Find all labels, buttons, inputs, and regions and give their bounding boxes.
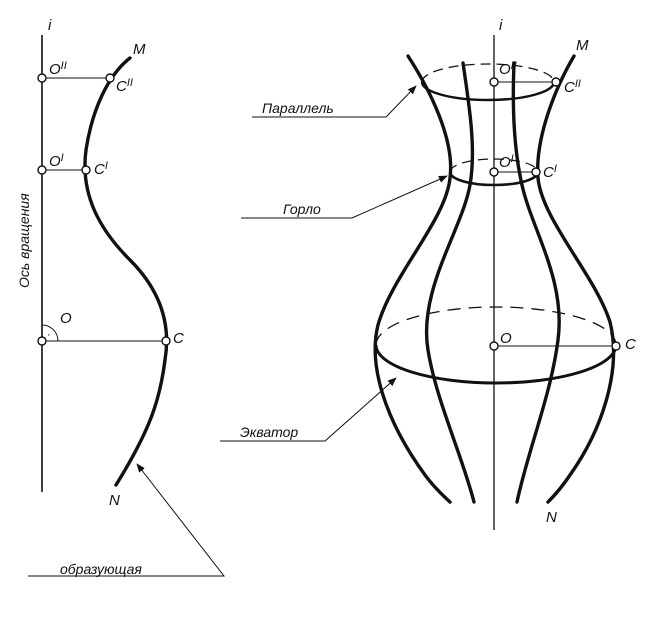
- left-right-angle-dot: ·: [47, 329, 51, 341]
- right-axis-label: i: [499, 17, 503, 34]
- left-label-c2: CII: [116, 77, 133, 95]
- left-point-c2: [105, 73, 115, 83]
- throat-label: Горло: [283, 201, 321, 217]
- left-figure: i Ось вращения M N · O C OI CI OII CII о…: [16, 17, 226, 577]
- left-right-angle-arc: [41, 324, 59, 342]
- left-label-c: C: [173, 330, 184, 347]
- left-point-o: [37, 336, 47, 346]
- left-axis-label: i: [48, 17, 52, 34]
- meridian-inner-left: [424, 61, 476, 504]
- left-label-o2: OII: [49, 60, 67, 78]
- left-generatrix-curve: [83, 56, 169, 487]
- parallel-leader: [252, 85, 417, 118]
- left-point-o1: [37, 165, 47, 175]
- meridian-inner-right: [511, 61, 561, 504]
- top-parallel-back: [421, 63, 555, 83]
- right-label-o: O: [500, 330, 512, 347]
- right-label-c2: CII: [564, 78, 581, 96]
- left-axis-caption: Ось вращения: [16, 193, 32, 288]
- right-curve-label-n: N: [546, 509, 557, 526]
- right-point-o2: [489, 77, 499, 87]
- throat-leader: [241, 175, 448, 219]
- throat-back: [449, 158, 539, 173]
- left-label-o: O: [60, 310, 72, 327]
- left-label-o1: OI: [49, 152, 64, 170]
- left-point-c1: [81, 165, 91, 175]
- left-curve-label-m: M: [133, 41, 146, 58]
- generatrix-leader: [28, 463, 226, 577]
- right-point-c2: [551, 77, 561, 87]
- equator-leader: [220, 377, 397, 442]
- right-figure: i M N O C OI CI OII CII: [220, 17, 636, 530]
- right-label-c1: CI: [543, 163, 557, 181]
- left-point-c: [161, 336, 171, 346]
- meridian-outer-right: [535, 54, 616, 504]
- left-label-c1: CI: [94, 160, 108, 178]
- generatrix-label: образующая: [60, 561, 142, 577]
- equator-front: [374, 344, 618, 385]
- equator-back: [375, 306, 617, 346]
- right-curve-label-m: M: [576, 37, 589, 54]
- right-point-c: [611, 341, 621, 351]
- right-point-o1: [489, 167, 499, 177]
- parallel-label: Параллель: [262, 100, 334, 116]
- right-label-o1: OI: [499, 153, 514, 171]
- left-curve-label-n: N: [109, 492, 120, 509]
- equator-label: Экватор: [240, 424, 298, 440]
- right-point-o: [489, 341, 499, 351]
- top-parallel-front: [420, 81, 556, 102]
- left-point-o2: [37, 73, 47, 83]
- meridian-outer-left: [373, 54, 453, 504]
- throat-front: [448, 171, 540, 187]
- right-point-c1: [531, 167, 541, 177]
- right-label-o2: OII: [499, 60, 517, 78]
- right-label-c: C: [625, 336, 636, 353]
